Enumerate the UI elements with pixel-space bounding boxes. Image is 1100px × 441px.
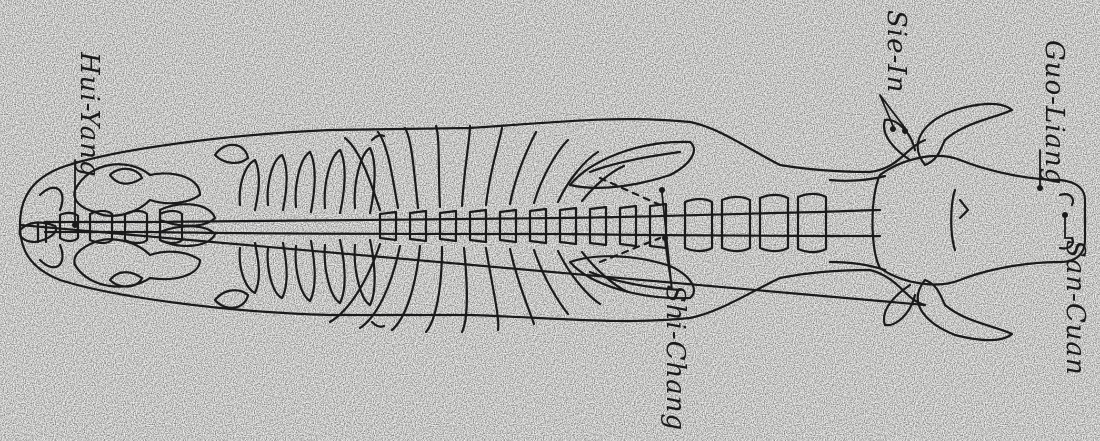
label-shi-chang: Shi-Chang bbox=[660, 285, 690, 431]
label-guo-liang: Guo-Liang bbox=[1039, 40, 1069, 185]
label-sie-in: Sie-In bbox=[881, 10, 911, 93]
point-sie-in-2 bbox=[902, 128, 908, 134]
label-san-cuan: San-Cuan bbox=[1060, 240, 1090, 376]
label-hui-yang: Hui-Yang bbox=[74, 52, 104, 178]
point-sie-in-1 bbox=[890, 126, 896, 132]
